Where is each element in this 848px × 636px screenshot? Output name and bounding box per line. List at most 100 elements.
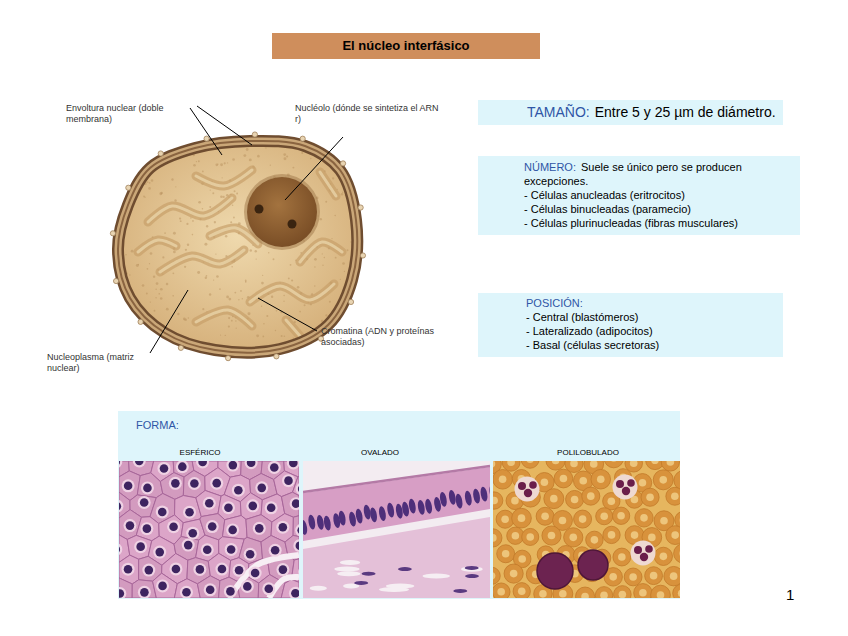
nucleoplasm-granule: [197, 271, 200, 274]
nucleoplasm-granule: [205, 277, 207, 279]
erythrocyte: [497, 545, 515, 563]
nuclear-pore: [300, 136, 305, 141]
chromatin-fiber: [138, 240, 176, 252]
nucleoplasm-granule: [179, 217, 181, 219]
erythrocyte: [542, 526, 561, 545]
erythrocyte-center: [512, 532, 520, 540]
nuclear-envelope: [118, 141, 357, 353]
nucleoplasm-granule: [125, 169, 127, 171]
micrograph-strip: [119, 461, 680, 598]
nucleus-halo: [290, 497, 299, 510]
nucleoplasm-granule: [202, 208, 204, 210]
illustration-part: [303, 461, 490, 598]
erythrocyte: [493, 492, 503, 509]
erythrocyte-center: [650, 572, 658, 580]
nucleoplasm-granule: [150, 301, 151, 302]
spherical-nucleus: [196, 565, 205, 574]
erythrocyte: [614, 586, 632, 598]
nucleoplasm-granule: [236, 328, 237, 329]
nucleoplasm-granule: [204, 243, 207, 246]
nucleus-halo: [276, 563, 289, 576]
nucleoplasm-granule: [345, 351, 347, 353]
erythrocyte: [635, 509, 653, 527]
section-heading: FORMA:: [136, 419, 179, 432]
erythrocyte: [613, 548, 631, 566]
chromatin-fiber: [286, 320, 300, 336]
nucleoplasm-granule: [147, 181, 149, 183]
nucleus-interior: [117, 139, 359, 353]
nucleus-halo: [204, 583, 217, 596]
erythrocyte-center: [600, 512, 608, 520]
spherical-nucleus: [145, 566, 154, 575]
spherical-nucleus: [182, 588, 191, 597]
nuclear-pore: [252, 132, 257, 137]
nucleus-halo: [176, 461, 189, 473]
nucleolus-spot: [288, 220, 297, 229]
nucleus-lobe: [524, 489, 532, 497]
nucleus-lobe: [518, 482, 526, 490]
nucleus-halo: [138, 586, 151, 598]
spherical-nucleus: [292, 499, 299, 508]
nucleus-halo: [123, 519, 136, 532]
micrograph-polylobed: [493, 461, 680, 598]
nucleoplasm-granule: [142, 284, 145, 287]
nucleus-halo: [119, 461, 122, 469]
oval-nucleus: [338, 510, 347, 526]
nucleoplasm-granule: [123, 321, 126, 324]
nucleoplasm-granule: [314, 258, 317, 261]
spherical-nucleus: [270, 463, 279, 472]
erythrocyte: [641, 488, 659, 506]
nucleoplasm-granule: [164, 232, 166, 234]
erythrocyte: [493, 567, 500, 584]
info-box: NÚMERO:Suele se único pero se producen e…: [478, 156, 800, 235]
nucleoplasm-granule: [332, 177, 334, 179]
erythrocyte-center: [493, 461, 495, 468]
nucleoplasm-granule: [206, 275, 208, 277]
nucleus-halo: [119, 500, 123, 513]
erythrocyte-center: [670, 572, 678, 580]
oval-nucleus: [424, 498, 433, 514]
erythrocyte-center: [493, 572, 495, 580]
nucleoplasm-granule: [155, 288, 157, 290]
nucleoplasm-granule: [231, 266, 233, 268]
nucleoplasm-granule: [349, 159, 352, 162]
nucleoplasm-granule: [192, 220, 194, 222]
erythrocyte-center: [667, 461, 675, 466]
nucleus-halo: [203, 497, 216, 510]
spherical-nucleus: [271, 546, 280, 555]
nucleoplasm-granule: [234, 292, 236, 294]
nucleoplasm-granule: [186, 223, 188, 225]
nucleus-halo: [296, 482, 299, 495]
nucleus-halo: [156, 505, 169, 518]
nucleoplasm-granule: [284, 157, 287, 160]
nucleoplasm-granule: [155, 152, 157, 154]
chromatin-fiber: [196, 170, 252, 186]
erythrocyte: [604, 461, 624, 468]
erythrocyte-center: [608, 531, 616, 539]
nucleoplasm-granule: [281, 335, 283, 337]
spherical-nucleus: [140, 498, 149, 507]
cell: [137, 473, 162, 498]
nucleoplasm-granule: [118, 162, 120, 164]
nucleoplasm-granule: [314, 285, 315, 286]
nucleoplasm-granule: [209, 293, 211, 295]
nucleoplasm-granule: [220, 163, 223, 166]
nucleolus-spot: [255, 205, 264, 214]
list-item: - Lateralizado (adipocitos): [526, 324, 775, 338]
spherical-nucleus: [227, 545, 236, 554]
nucleoplasm-granule: [265, 147, 266, 148]
nucleoplasm-granule: [232, 204, 233, 205]
neutrophil: [515, 477, 540, 502]
nucleus-halo: [265, 501, 278, 514]
neutrophil: [613, 475, 638, 500]
spherical-nucleus: [119, 502, 121, 511]
nucleoplasm-granule: [292, 167, 294, 169]
nucleus-halo: [119, 587, 126, 598]
nucleoplasm-granule: [255, 250, 257, 252]
nucleolus-halo: [244, 174, 320, 250]
nucleoplasm-granule: [230, 221, 232, 223]
cell: [174, 579, 200, 598]
erythrocyte: [674, 544, 680, 563]
nucleoplasm-granule: [249, 159, 252, 162]
nucleoplasm-granule: [146, 159, 149, 162]
